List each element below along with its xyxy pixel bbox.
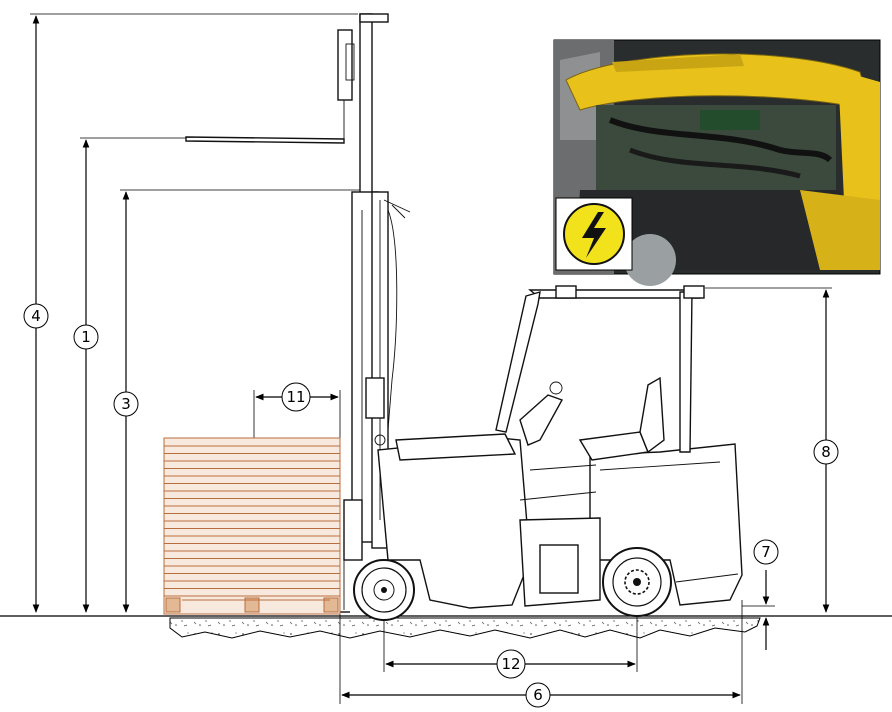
svg-text:4: 4	[31, 307, 41, 325]
svg-text:8: 8	[821, 443, 831, 461]
callout-7: 7	[753, 539, 779, 565]
callout-8: 8	[813, 439, 839, 465]
high-voltage-warning-icon	[555, 197, 633, 271]
callout-3: 3	[113, 391, 139, 417]
svg-text:1: 1	[81, 328, 91, 346]
raised-fork-carriage	[185, 29, 355, 144]
callout-12: 12	[496, 649, 526, 679]
svg-text:6: 6	[533, 686, 543, 704]
ground	[0, 615, 892, 639]
lower-fork-carriage	[340, 499, 363, 613]
mast	[351, 13, 411, 549]
rear-wheel	[602, 547, 672, 617]
pallet-load	[163, 437, 341, 615]
callout-4: 4	[23, 303, 49, 329]
callout-11: 11	[281, 382, 311, 412]
dimension-7	[742, 570, 775, 650]
dimension-1	[80, 137, 190, 613]
callout-1: 1	[73, 324, 99, 350]
svg-text:3: 3	[121, 395, 131, 413]
svg-text:7: 7	[761, 543, 771, 561]
forklift-body	[377, 285, 743, 609]
svg-text:12: 12	[501, 655, 520, 673]
front-wheel	[353, 559, 415, 621]
callout-6: 6	[525, 682, 551, 708]
svg-text:11: 11	[286, 388, 305, 406]
